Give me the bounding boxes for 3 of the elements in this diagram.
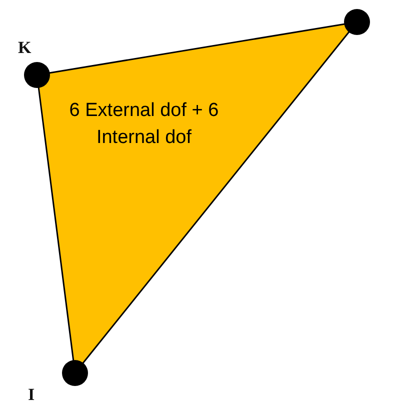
vertex-label: I [28, 385, 35, 405]
node-text: 6 External dof + 6 Internal dof [68, 99, 220, 150]
vertex-label: K [18, 38, 32, 58]
